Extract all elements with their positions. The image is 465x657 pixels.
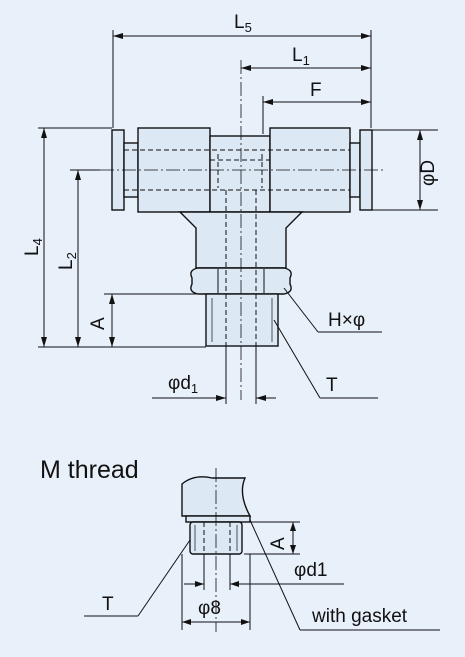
m-dim-a-label: A	[268, 537, 289, 550]
dim-d-label: φD	[418, 160, 439, 186]
m-gasket-label: with gasket	[311, 606, 408, 627]
dim-a-label: A	[88, 317, 109, 330]
dim-l4-label: L4	[22, 238, 45, 256]
dim-hx-label: H×φ	[328, 310, 365, 331]
m-dim-d8-label: φ8	[198, 598, 221, 619]
m-thread-labels: A φd1 T φ8 with gasket	[102, 537, 408, 627]
dim-d1-label: φd1	[168, 373, 198, 396]
m-thread-dimension-lines	[84, 519, 440, 631]
dim-t-label: T	[326, 375, 338, 396]
m-thread-fitting	[181, 468, 252, 632]
dim-l2-label: L2	[56, 252, 79, 270]
m-dim-t-label: T	[102, 594, 114, 615]
center-body	[209, 135, 271, 213]
threaded-stub	[205, 293, 279, 347]
gasket	[185, 515, 251, 523]
tee-fitting	[100, 60, 385, 400]
dimension-lines	[38, 30, 438, 404]
m-thread-title: M thread	[40, 456, 139, 484]
dim-l5-label: L5	[234, 12, 252, 35]
dim-f-label: F	[310, 80, 322, 101]
m-dim-d1-label: φd1	[294, 560, 327, 581]
dimension-labels: L5 L1 F φD L4 L2 A H×φ φd1 T	[22, 12, 439, 396]
dim-l1-label: L1	[292, 45, 310, 68]
